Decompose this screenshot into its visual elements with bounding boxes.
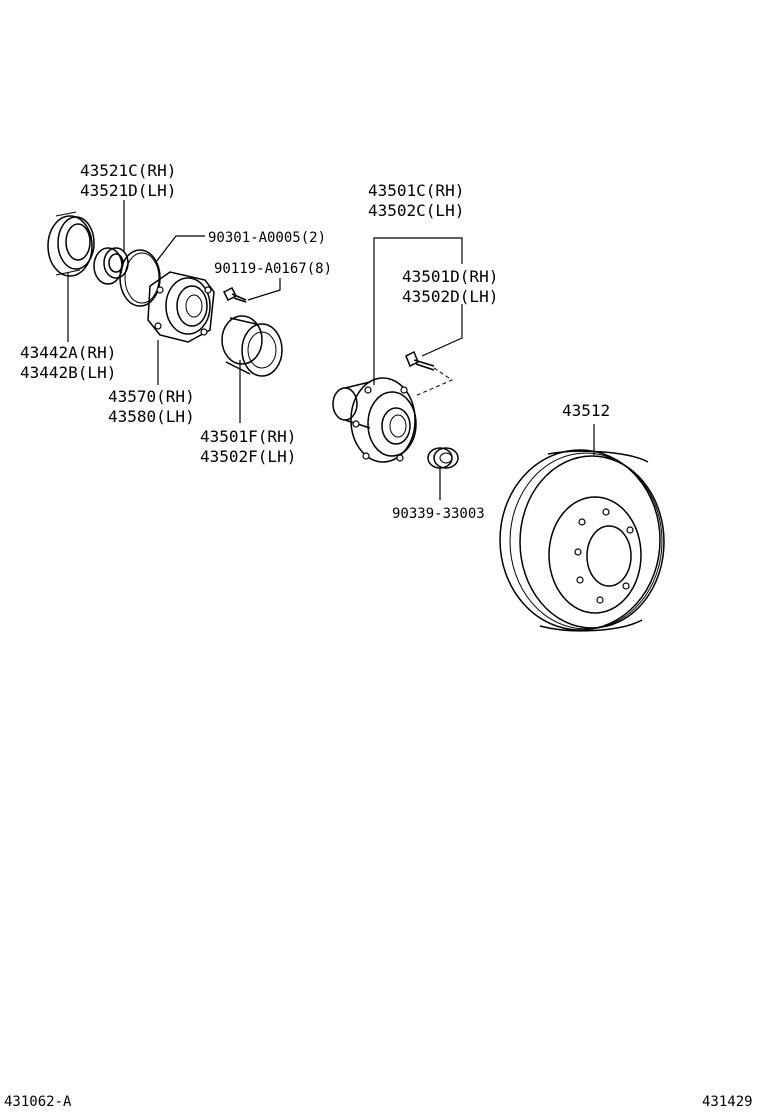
label-43580-lh: 43580(LH) <box>108 407 195 426</box>
label-90301: 90301-A0005(2) <box>208 230 326 246</box>
hub-bolt-43501D <box>405 350 454 397</box>
hub-housing-43570 <box>147 271 215 343</box>
o-ring-90301 <box>119 249 161 307</box>
bolt-90119 <box>222 286 247 303</box>
label-43502C-lh: 43502C(LH) <box>368 201 464 220</box>
label-43501F-rh: 43501F(RH) <box>200 427 296 446</box>
label-43501C: 43501C(RH) 43502C(LH) <box>368 181 464 220</box>
label-43501D: 43501D(RH) 43502D(LH) <box>402 267 498 306</box>
label-43512: 43512 <box>562 401 610 420</box>
bearing-43521 <box>93 247 129 285</box>
leader-lines <box>67 200 595 500</box>
footer-left-code: 431062-A <box>4 1094 72 1110</box>
label-43502F-lh: 43502F(LH) <box>200 447 296 466</box>
label-90119: 90119-A0167(8) <box>214 261 332 277</box>
footer-right-code: 431429 <box>702 1094 753 1110</box>
label-43521: 43521C(RH) 43521D(LH) <box>80 161 176 200</box>
hub-sleeve-43501F <box>221 315 283 377</box>
axle-hub-43501C <box>332 377 417 463</box>
label-43521-lh: 43521D(LH) <box>80 181 176 200</box>
oil-seal-43442 <box>47 211 95 277</box>
nut-90339 <box>427 447 459 469</box>
label-43502D-lh: 43502D(LH) <box>402 287 498 306</box>
label-43570: 43570(RH) 43580(LH) <box>108 387 195 426</box>
label-43442: 43442A(RH) 43442B(LH) <box>20 343 116 382</box>
label-43501C-rh: 43501C(RH) <box>368 181 464 200</box>
label-43570-rh: 43570(RH) <box>108 387 195 406</box>
label-43442-lh: 43442B(LH) <box>20 363 116 382</box>
label-90339: 90339-33003 <box>392 506 485 522</box>
label-43521-rh: 43521C(RH) <box>80 161 176 180</box>
label-43442-rh: 43442A(RH) <box>20 343 116 362</box>
label-43501F: 43501F(RH) 43502F(LH) <box>200 427 296 466</box>
label-43501D-rh: 43501D(RH) <box>402 267 498 286</box>
brake-disc-43512 <box>499 449 665 632</box>
